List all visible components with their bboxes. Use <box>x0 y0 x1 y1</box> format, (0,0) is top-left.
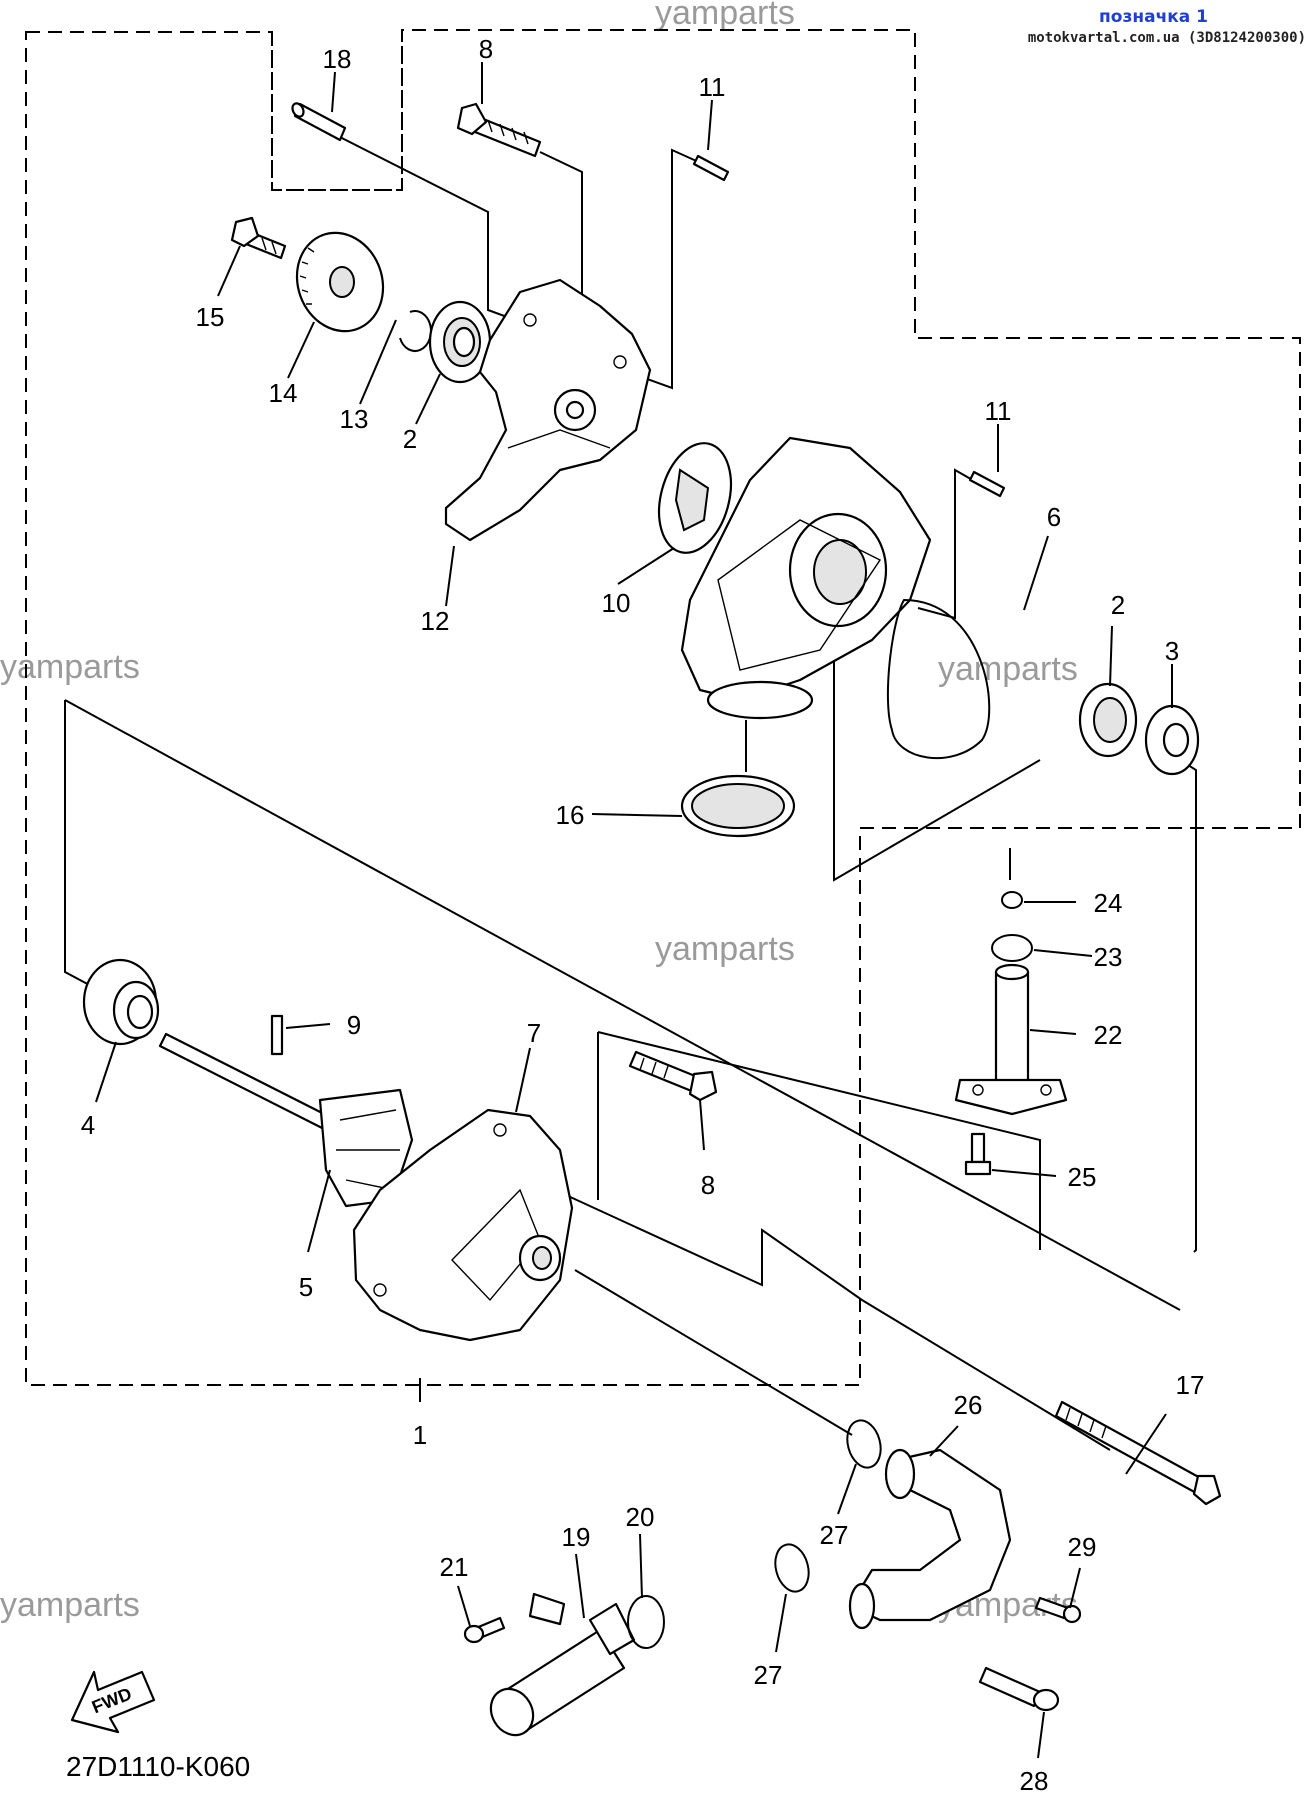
oil-seal <box>1144 704 1200 776</box>
callout-23: 23 <box>1094 942 1123 972</box>
header-subtitle: motokvartal.com.ua (3D8124200300) <box>1028 30 1306 46</box>
impeller-shaft <box>158 1032 338 1134</box>
callout-18: 18 <box>323 44 352 74</box>
callout-10: 10 <box>602 588 631 618</box>
bolt <box>463 1616 506 1644</box>
callout-25: 25 <box>1068 1162 1097 1192</box>
callout-leaders <box>95 62 1173 1759</box>
callout-2: 2 <box>1111 590 1125 620</box>
o-ring <box>1001 891 1023 909</box>
subassembly-boundary <box>271 32 403 191</box>
callout-27: 27 <box>820 1520 849 1550</box>
pin <box>270 1014 284 1056</box>
bearing <box>1078 682 1138 758</box>
dowel-pin <box>692 154 730 182</box>
callout-5: 5 <box>299 1272 313 1302</box>
callout-6: 6 <box>1047 502 1061 532</box>
bolt <box>978 1666 1060 1712</box>
callout-16: 16 <box>556 800 585 830</box>
watermark: yamparts <box>655 930 795 968</box>
oil-strainer <box>680 774 796 838</box>
callout-1: 1 <box>413 1420 427 1450</box>
callout-11: 11 <box>985 396 1012 426</box>
o-ring <box>846 1419 882 1469</box>
bolt <box>1034 1596 1082 1624</box>
callout-8: 8 <box>479 34 493 64</box>
callout-11: 11 <box>699 72 726 102</box>
callout-29: 29 <box>1068 1532 1097 1562</box>
watermark: yamparts <box>0 648 140 686</box>
bolt <box>628 1050 718 1102</box>
callout-14: 14 <box>269 378 298 408</box>
callout-20: 20 <box>626 1502 655 1532</box>
callout-7: 7 <box>527 1018 541 1048</box>
callout-12: 12 <box>421 606 450 636</box>
dowel-pin <box>968 470 1006 498</box>
callout-26: 26 <box>954 1390 983 1420</box>
callout-labels: 18 8 11 15 14 13 2 12 10 11 6 2 3 16 24 … <box>81 34 1205 1796</box>
o-ring <box>991 934 1033 962</box>
callout-8: 8 <box>701 1170 715 1200</box>
callout-17: 17 <box>1176 1370 1205 1400</box>
pump-housing <box>444 278 652 542</box>
callout-22: 22 <box>1094 1020 1123 1050</box>
relief-valve <box>954 963 1068 1116</box>
leader-lines <box>64 131 1197 1451</box>
long-bolt <box>1054 1400 1222 1506</box>
o-ring <box>886 598 991 760</box>
watermark: yamparts <box>938 650 1078 688</box>
bolt <box>456 102 542 158</box>
bolt <box>230 216 287 260</box>
bolt <box>964 1132 992 1176</box>
callout-3: 3 <box>1165 636 1179 666</box>
mechanical-seal <box>82 958 160 1046</box>
callout-13: 13 <box>340 404 369 434</box>
header-title: позначка 1 <box>1099 7 1208 27</box>
o-ring <box>774 1543 810 1593</box>
callout-4: 4 <box>81 1110 95 1140</box>
pump-body <box>352 1108 574 1342</box>
callout-28: 28 <box>1020 1766 1049 1796</box>
rotor <box>658 442 732 554</box>
bearing <box>428 300 492 384</box>
callout-15: 15 <box>196 302 225 332</box>
pump-drive-gear <box>295 231 385 333</box>
inlet-pipe <box>489 1592 636 1737</box>
fwd-arrow-icon: FWD <box>70 1670 156 1734</box>
callout-9: 9 <box>347 1010 361 1040</box>
callout-19: 19 <box>562 1522 591 1552</box>
watermark: yamparts <box>0 1586 140 1624</box>
callout-24: 24 <box>1094 888 1123 918</box>
callout-27: 27 <box>754 1660 783 1690</box>
callout-21: 21 <box>440 1552 469 1582</box>
pump-cover <box>680 436 932 720</box>
outlet-pipe <box>848 1448 1012 1630</box>
callout-2: 2 <box>403 424 417 454</box>
diagram-code: 27D1110-K060 <box>66 1751 250 1782</box>
dowel-pin <box>291 102 347 142</box>
o-ring <box>627 1595 665 1649</box>
watermark: yamparts <box>655 0 795 32</box>
circlip <box>399 310 432 352</box>
